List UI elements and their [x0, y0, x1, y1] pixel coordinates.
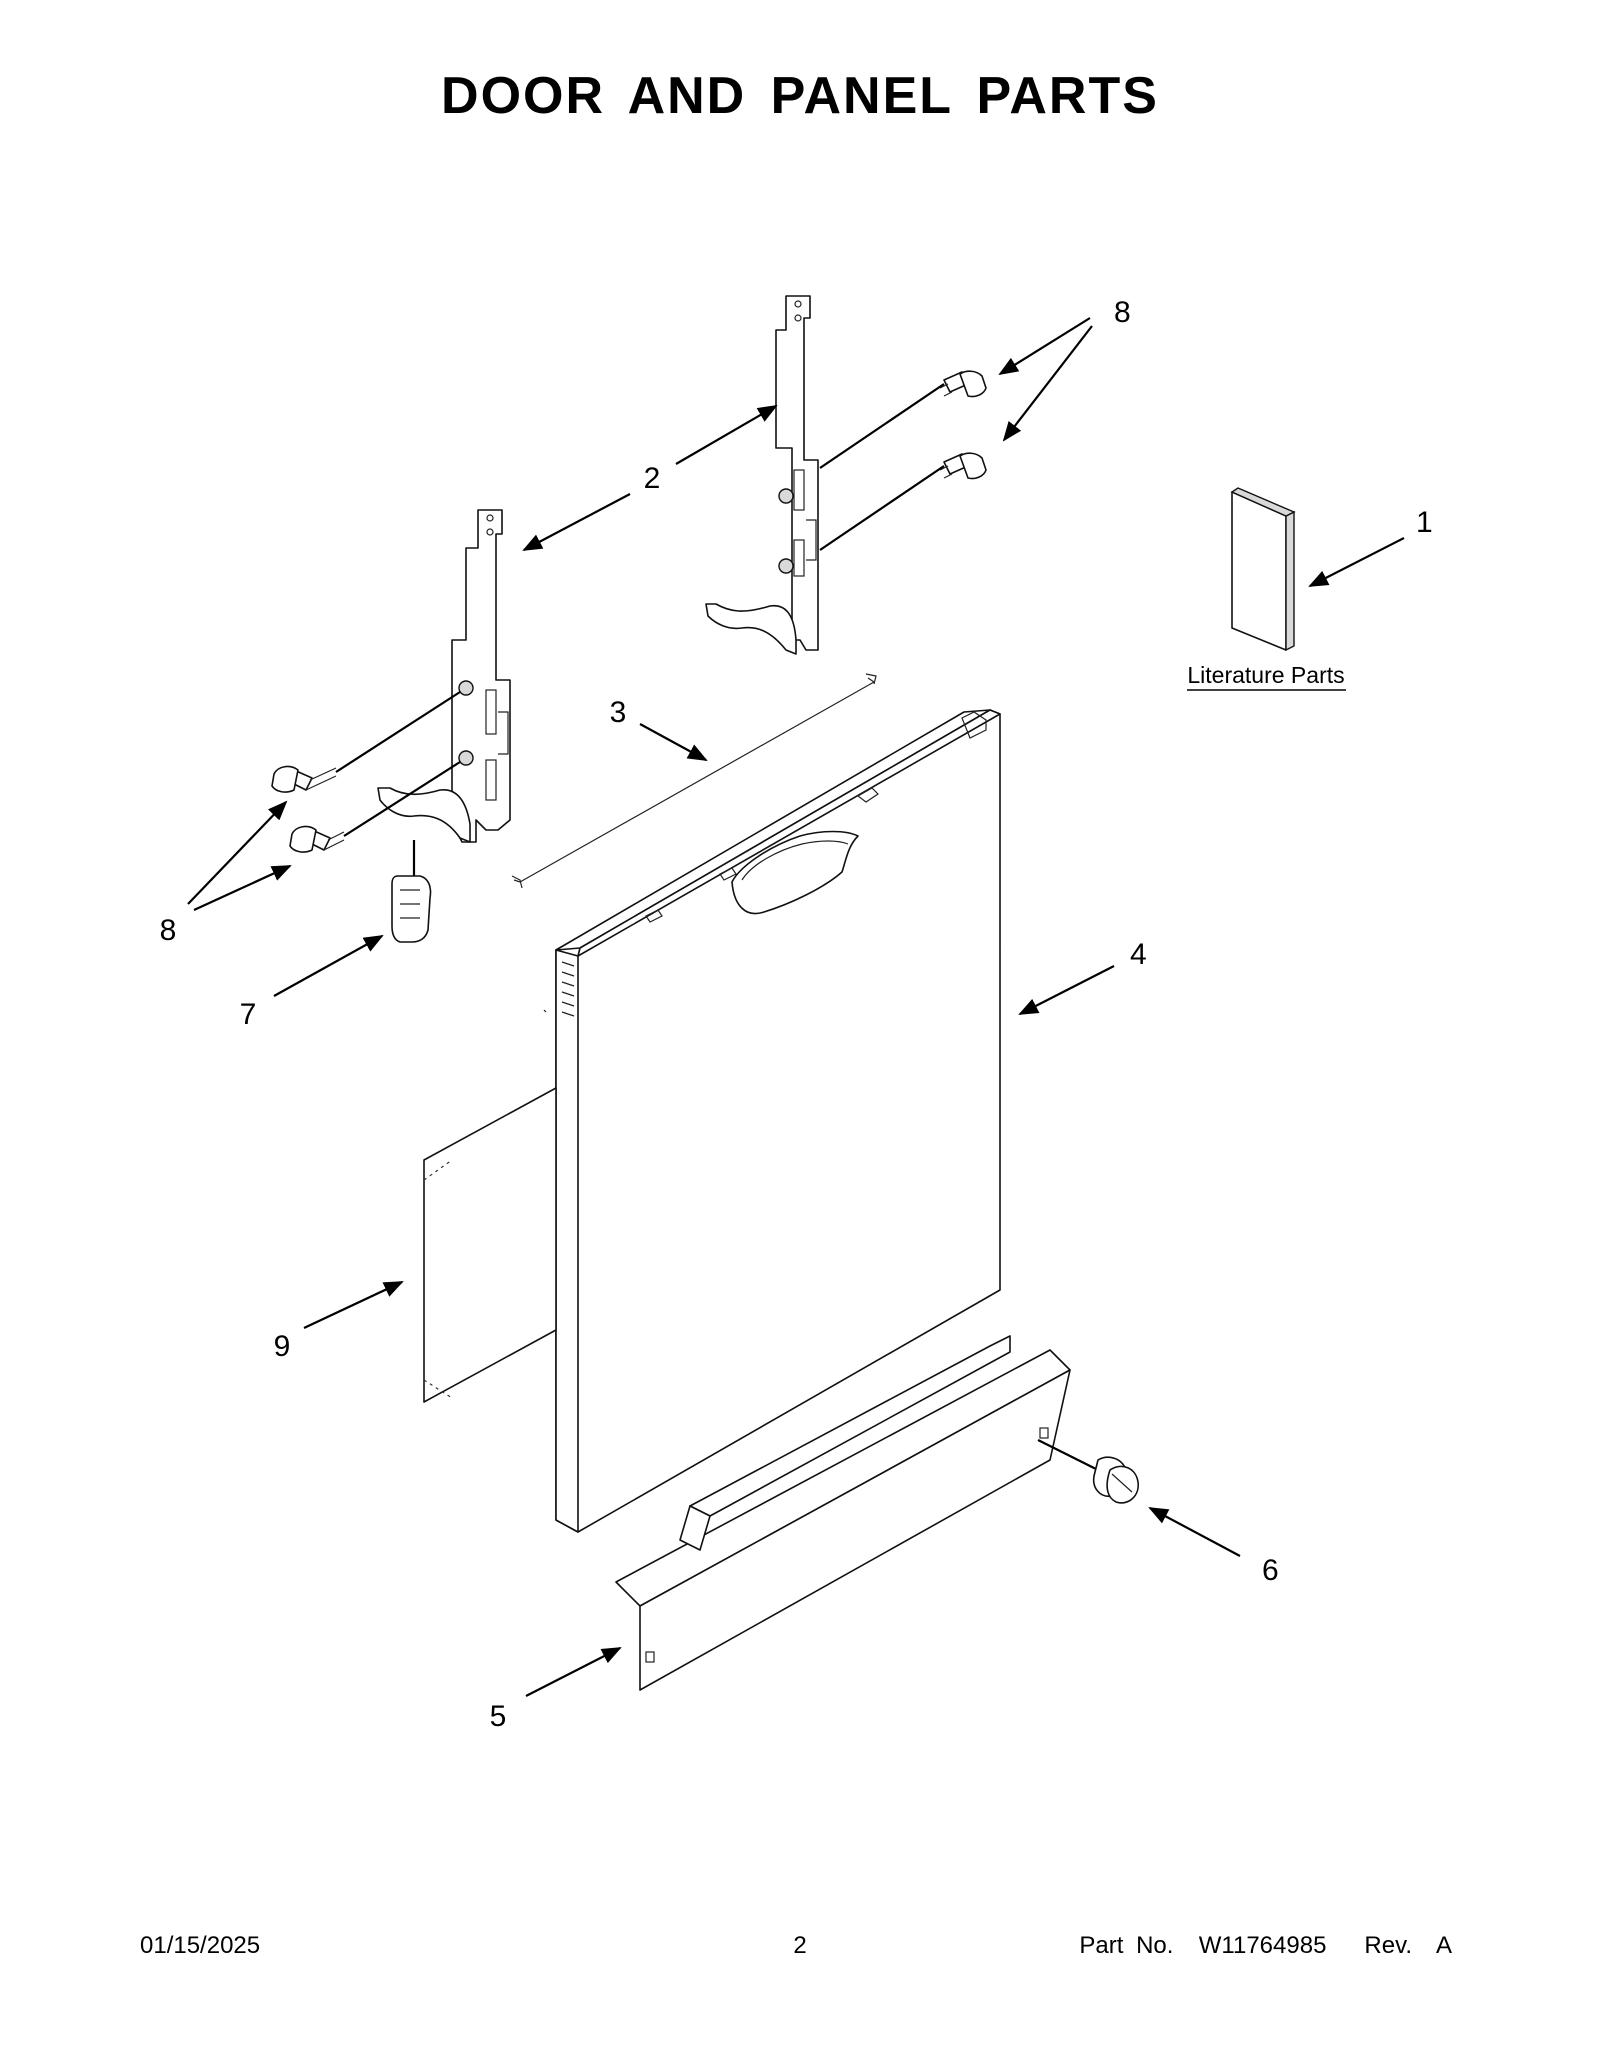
- page-title: DOOR AND PANEL PARTS: [441, 67, 1159, 125]
- hinge-bracket-left: [377, 509, 511, 843]
- callout-6: 6: [1262, 1554, 1279, 1587]
- damper-clip: [391, 875, 432, 943]
- callout-7: 7: [240, 998, 257, 1031]
- footer-page-number: 2: [793, 1932, 807, 1959]
- callout-8-left: 8: [160, 914, 177, 947]
- callout-8-right: 8: [1114, 296, 1131, 329]
- callout-9: 9: [274, 1330, 291, 1363]
- door-rod: [511, 673, 877, 889]
- callout-2: 2: [644, 462, 661, 495]
- literature-parts-label: Literature Parts: [1187, 662, 1344, 688]
- footer-date: 01/15/2025: [140, 1932, 261, 1959]
- screw-lower-left-1: [271, 765, 337, 793]
- callout-3: 3: [610, 696, 627, 729]
- hinge-bracket-right: [705, 295, 819, 655]
- screw-upper-right-2: [939, 452, 987, 480]
- literature-booklet: [1230, 487, 1296, 652]
- screw-upper-right-1: [939, 370, 987, 398]
- screw-lower-left-2: [289, 825, 345, 853]
- door-panel: [555, 709, 1001, 1533]
- toe-kick-panel: [615, 1335, 1071, 1691]
- footer-part-number: Part No. W11764985 Rev. A: [1079, 1932, 1452, 1959]
- insulation-panel: [423, 1087, 557, 1403]
- callout-5: 5: [490, 1700, 507, 1733]
- callout-1: 1: [1416, 506, 1433, 539]
- callout-4: 4: [1130, 938, 1147, 971]
- toe-kick-screw: [1037, 1439, 1139, 1504]
